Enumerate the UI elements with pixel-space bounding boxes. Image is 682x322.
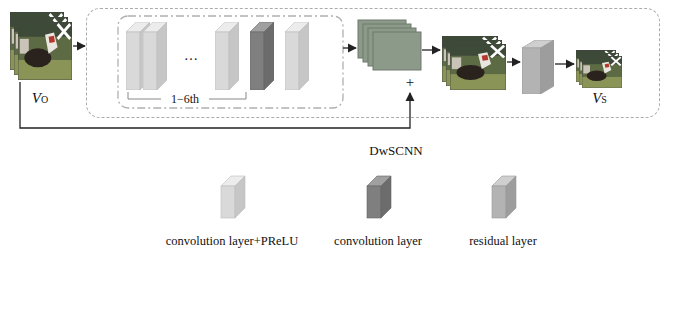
legend-text: residual layer [469, 234, 537, 249]
legend-conv-prelu: convolution layer+PReLU [157, 174, 307, 249]
flow-arrow [507, 61, 520, 62]
ellipsis-mark-holder: … [184, 48, 198, 64]
swatch-front [221, 186, 235, 218]
input-video: VO [8, 8, 72, 108]
video-frame [450, 44, 506, 90]
swatch-side [381, 176, 391, 218]
residual-layer [522, 40, 554, 94]
sum-sign: + [406, 74, 414, 90]
output-video: VS [572, 46, 628, 108]
swatch-side [506, 176, 516, 218]
video-frame [18, 22, 72, 80]
legend-residual: residual layer [443, 174, 563, 249]
flow-arrow [555, 63, 574, 64]
legend-text: convolution layer+PReLU [166, 234, 298, 249]
swatch-front [367, 186, 381, 218]
legend-swatch [363, 174, 393, 220]
flow-arrow [73, 45, 85, 46]
sum-sign-holder: + [406, 74, 414, 91]
conv-prelu-layer [285, 22, 309, 90]
video-label: VO [32, 90, 48, 108]
layer-range-label-holder: 1−6th [171, 92, 199, 107]
network-name: DwSCNN [369, 143, 422, 158]
swatch-side [235, 176, 245, 218]
flow-arrow [422, 49, 440, 50]
legend-conv: convolution layer [318, 174, 438, 249]
conv-layer [250, 22, 274, 90]
ellipsis-mark: … [184, 48, 198, 63]
video-label: VS [592, 90, 607, 108]
legend-swatch [488, 174, 518, 220]
swatch-front [492, 186, 506, 218]
conv-prelu-layer [215, 22, 239, 90]
flow-arrow [343, 47, 356, 48]
feature-map [373, 32, 421, 70]
video-frame [582, 56, 622, 88]
legend-text: convolution layer [334, 234, 422, 249]
legend-swatch [217, 174, 247, 220]
conv-prelu-layer [143, 22, 167, 90]
layer-group-outline [118, 16, 343, 108]
caption-holder: DwSCNN [369, 141, 422, 159]
layer-range-label: 1−6th [171, 92, 199, 106]
skip-connection [20, 82, 410, 128]
